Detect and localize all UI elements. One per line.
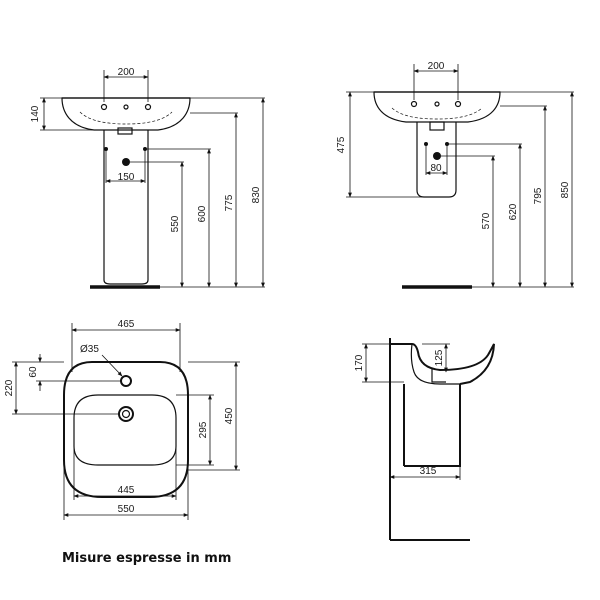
basin-outline xyxy=(373,91,501,123)
dim-170: 170 xyxy=(354,354,365,371)
dim-450: 450 xyxy=(224,407,235,424)
dim-tap-hole-diameter: Ø35 xyxy=(80,344,99,355)
dim-315: 315 xyxy=(420,466,437,477)
pedestal-outline xyxy=(103,130,149,285)
semi-pedestal-front-view: 200 475 80 570 620 795 850 xyxy=(336,61,574,289)
dim-620: 620 xyxy=(508,203,519,220)
dim-tap-spacing: 200 xyxy=(118,67,135,78)
plan-view: 465 Ø35 60 220 295 450 445 550 xyxy=(4,319,240,520)
dim-basin-height: 140 xyxy=(30,105,41,122)
waste-hole xyxy=(118,406,134,422)
tap-holes xyxy=(100,103,152,111)
dim-550: 550 xyxy=(170,215,181,232)
basin-side-profile xyxy=(390,343,495,385)
dim-795: 795 xyxy=(533,187,544,204)
dim-600: 600 xyxy=(197,205,208,222)
basin-outline xyxy=(61,97,191,131)
dim-drain-offset: 80 xyxy=(430,163,442,174)
dim-semi-pedestal-height: 475 xyxy=(336,136,347,153)
tap-hole xyxy=(120,375,132,387)
dim-465: 465 xyxy=(118,319,135,330)
dim-drain-offset: 150 xyxy=(118,172,135,183)
dim-570: 570 xyxy=(481,212,492,229)
dim-830: 830 xyxy=(251,186,262,203)
dim-445: 445 xyxy=(118,485,135,496)
dim-850: 850 xyxy=(560,181,571,198)
dim-220: 220 xyxy=(4,379,15,396)
dim-550-overall: 550 xyxy=(118,504,135,515)
units-caption: Misure espresse in mm xyxy=(62,551,232,566)
dim-125: 125 xyxy=(434,349,445,366)
pedestal-front-view: 200 140 150 550 600 775 830 xyxy=(30,67,265,289)
drain-point xyxy=(433,152,441,160)
drain-point xyxy=(122,158,130,166)
side-view: 170 125 315 xyxy=(354,338,495,541)
basin-plan-outline xyxy=(63,361,189,498)
bowl-outline xyxy=(73,394,177,466)
dim-60: 60 xyxy=(28,366,39,378)
dim-295: 295 xyxy=(198,421,209,438)
semi-pedestal-outline xyxy=(416,122,457,198)
dim-tap-spacing: 200 xyxy=(428,61,445,72)
tap-holes xyxy=(410,100,462,108)
semi-pedestal-side xyxy=(403,384,461,467)
dim-775: 775 xyxy=(224,194,235,211)
